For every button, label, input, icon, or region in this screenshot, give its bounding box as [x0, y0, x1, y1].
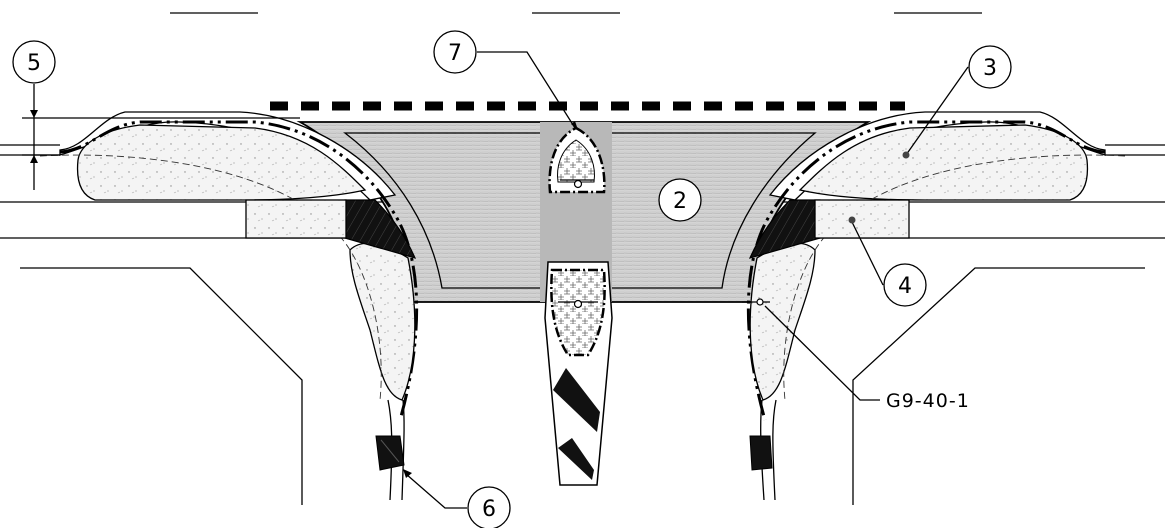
right-cushion — [746, 111, 1126, 501]
left-cushion — [39, 111, 419, 501]
right-slab — [814, 199, 910, 239]
left-clamp — [375, 435, 405, 471]
callout-7: 7 — [433, 30, 477, 74]
upper-center-insert — [548, 126, 606, 194]
right-seal-block — [748, 199, 821, 259]
callout-3-label: 3 — [983, 56, 997, 81]
left-seal-block — [344, 199, 417, 259]
leader-lines — [403, 51, 969, 509]
callout-6-label: 6 — [482, 497, 496, 522]
callout-2: 2 — [658, 178, 702, 222]
callout-3: 3 — [968, 45, 1012, 89]
left-slab — [245, 199, 347, 239]
dimension-5 — [22, 84, 300, 190]
callout-2-label: 2 — [673, 189, 687, 214]
callout-6: 6 — [467, 486, 511, 528]
callout-5-label: 5 — [27, 51, 41, 76]
lower-center-insert — [544, 261, 613, 486]
callout-5: 5 — [12, 40, 56, 84]
callout-7-label: 7 — [448, 41, 462, 66]
reference-label: G9-40-1 — [886, 390, 970, 412]
right-clamp — [749, 435, 773, 471]
callout-4: 4 — [883, 263, 927, 307]
callout-4-label: 4 — [898, 274, 912, 299]
